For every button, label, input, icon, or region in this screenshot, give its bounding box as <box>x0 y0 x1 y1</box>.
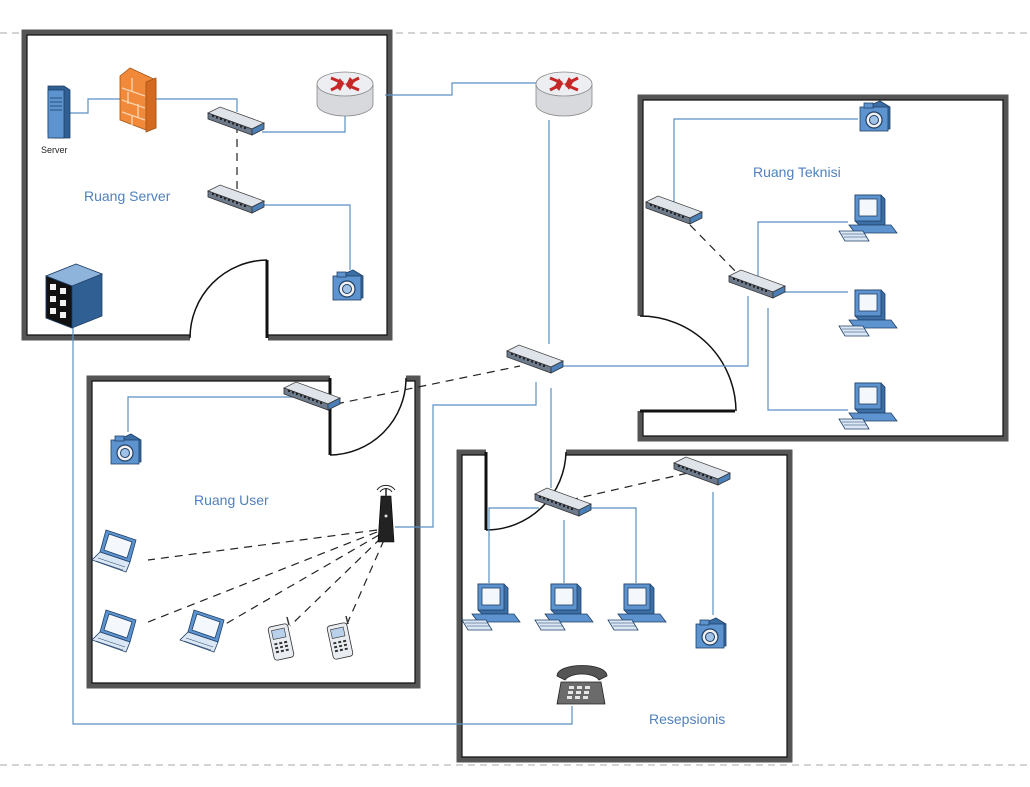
wireless-access-point-icon <box>376 484 396 543</box>
server-label: Server <box>41 145 68 155</box>
link-teknisi-pc1 <box>757 221 848 280</box>
desktop-computer-icon-teknisi-2 <box>838 289 898 337</box>
switch-icon-server-top <box>207 106 265 136</box>
desktop-computer-icon-resep-3 <box>607 583 667 631</box>
router-icon-server <box>315 70 375 118</box>
room-label-teknisi: Ruang Teknisi <box>753 164 841 180</box>
room-user-walls <box>86 375 421 689</box>
switch-icon-resepsionis-top <box>673 456 731 486</box>
wireless-phone1 <box>289 537 382 627</box>
storage-rack-icon <box>44 263 104 329</box>
switch-icon-core <box>506 344 564 374</box>
dashed-links <box>142 125 743 627</box>
mobile-phone-icon-1 <box>266 616 296 662</box>
camera-icon-server <box>332 269 364 301</box>
camera-icon-resepsionis <box>695 617 727 649</box>
desktop-computer-icon-resep-2 <box>534 583 594 631</box>
door-teknisi <box>639 315 737 413</box>
camera-icon-user <box>110 433 142 465</box>
link-switch-camera-server <box>262 204 351 270</box>
server-icon <box>47 85 71 139</box>
switch-icon-user <box>283 381 341 411</box>
room-resepsionis-walls <box>456 449 793 763</box>
link-resep-pc1 <box>488 507 539 583</box>
switch-icon-server-bottom <box>207 184 265 214</box>
switch-icon-teknisi-main <box>728 269 786 299</box>
switch-icon-resepsionis <box>534 487 592 517</box>
door-server <box>189 259 269 339</box>
link-storage-telephone <box>72 320 573 725</box>
telephone-icon <box>556 665 608 705</box>
dashed-resep-switches <box>569 472 689 501</box>
laptop-icon-2 <box>91 609 137 653</box>
link-core-teknisi <box>563 296 749 367</box>
dashed-user-core <box>335 365 521 405</box>
desktop-computer-icon-teknisi-3 <box>838 382 898 430</box>
desktop-computer-icon-teknisi-1 <box>838 194 898 242</box>
link-router1-router2 <box>385 82 538 96</box>
link-core-ap <box>395 382 537 528</box>
mobile-phone-icon-2 <box>325 615 355 661</box>
camera-icon-teknisi <box>859 100 891 132</box>
link-user-camera <box>127 396 305 432</box>
firewall-icon <box>119 67 157 133</box>
laptop-icon-3 <box>179 609 225 653</box>
wireless-laptop1 <box>147 529 378 561</box>
room-teknisi-walls <box>637 94 1009 442</box>
desktop-computer-icon-resep-1 <box>461 583 521 631</box>
door-user <box>328 377 407 456</box>
link-server-firewall-switch <box>70 98 238 114</box>
link-resep-pc3 <box>584 507 637 583</box>
router-icon-main <box>534 70 594 118</box>
laptop-icon-1 <box>91 529 137 573</box>
wireless-phone2 <box>346 539 385 625</box>
room-server-walls <box>21 29 393 341</box>
link-teknisi-camera <box>673 118 858 210</box>
link-teknisi-pc3 <box>767 308 848 411</box>
dashed-teknisi-switches <box>689 224 743 279</box>
wireless-laptop3 <box>221 534 380 627</box>
door-resepsionis <box>484 451 567 531</box>
wired-links <box>70 82 858 725</box>
room-label-server: Ruang Server <box>84 188 171 204</box>
room-label-user: Ruang User <box>194 492 269 508</box>
room-label-resepsionis: Resepsionis <box>649 711 725 727</box>
